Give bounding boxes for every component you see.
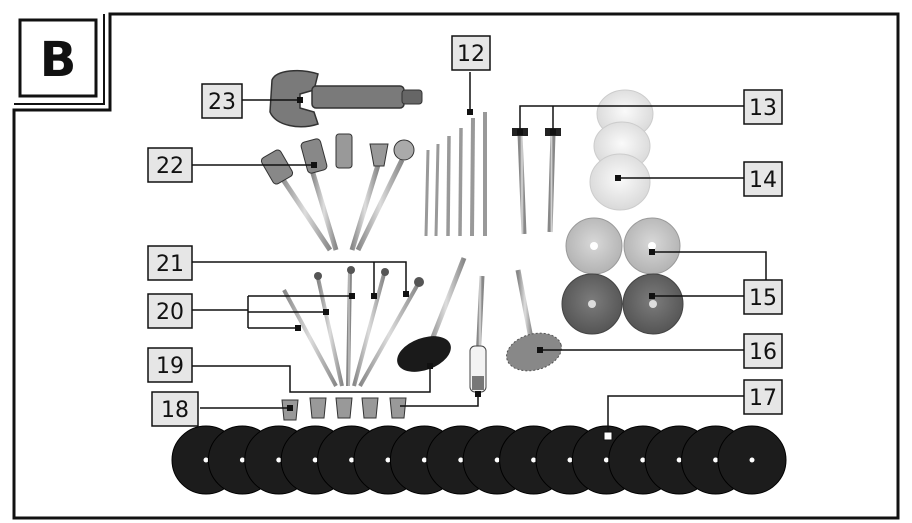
callout-16-label: 16: [749, 340, 777, 365]
cutting-disc-hole: [385, 457, 391, 463]
callout-18: 18: [151, 391, 199, 427]
callout-23: 23: [201, 83, 243, 119]
callout-22: 22: [147, 147, 193, 183]
callout-14: 14: [743, 161, 783, 197]
drill-bits-12: [424, 112, 487, 237]
callout-19: 19: [147, 347, 193, 383]
callout-13: 13: [743, 89, 783, 125]
mandrels-13: [512, 128, 561, 235]
cutting-disc-hole: [312, 457, 318, 463]
cutting-disc-hole: [458, 457, 464, 463]
leader-dots: [287, 97, 655, 411]
callout-20: 20: [147, 293, 193, 329]
callout-22-label: 22: [156, 154, 184, 179]
panel-tab-label: B: [40, 32, 77, 88]
cutting-disc-hole: [494, 457, 500, 463]
cutting-disc-hole: [676, 457, 682, 463]
callout-20-label: 20: [156, 300, 184, 325]
callout-21-label: 21: [156, 252, 184, 277]
cutting-disc-hole: [567, 457, 573, 463]
cutting-disc-hole: [276, 457, 282, 463]
wrench-23: [269, 69, 423, 128]
cutting-disc-hole: [603, 457, 609, 463]
callout-17: 17: [743, 379, 783, 415]
callout-12-label: 12: [457, 42, 485, 67]
cutting-discs-17: [171, 425, 787, 495]
callout-14-label: 14: [749, 168, 777, 193]
callout-16: 16: [743, 333, 783, 369]
cutting-disc-hole: [640, 457, 646, 463]
cutting-disc-hole: [239, 457, 245, 463]
cutting-disc-hole: [349, 457, 355, 463]
grinding-stones-15: [561, 217, 684, 335]
callout-18-label: 18: [161, 398, 189, 423]
callout-21: 21: [147, 245, 193, 281]
callout-13-label: 13: [749, 96, 777, 121]
leader-dot-17: [603, 431, 613, 441]
callout-15-label: 15: [749, 286, 777, 311]
callout-23-label: 23: [208, 90, 236, 115]
callout-12: 12: [451, 35, 491, 71]
cutting-disc-hole: [203, 457, 209, 463]
callout-15: 15: [743, 279, 783, 315]
panel-tab-box: [18, 18, 98, 98]
end-brush: [469, 275, 487, 393]
leader-lines: [190, 72, 767, 436]
mounted-points-22: [260, 133, 415, 252]
wire-wheel-19: [397, 257, 467, 372]
cutting-disc-hole: [713, 457, 719, 463]
collets-18: [281, 397, 407, 421]
wire-brush-16: [506, 269, 562, 372]
cutting-disc-hole: [421, 457, 427, 463]
cutting-disc-hole: [531, 457, 537, 463]
cutting-disc-hole: [749, 457, 755, 463]
panel-frame: [12, 12, 900, 520]
callout-17-label: 17: [749, 386, 777, 411]
callout-19-label: 19: [156, 354, 184, 379]
felt-discs-14: [589, 89, 654, 211]
panel-frame-inner: [14, 14, 105, 105]
